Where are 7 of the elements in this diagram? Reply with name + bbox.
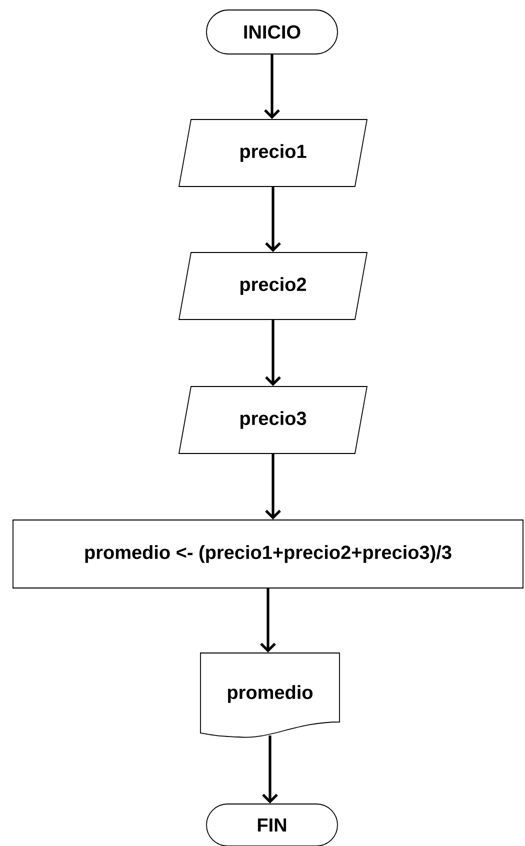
- arrow: [265, 186, 281, 252]
- process-box: promedio <- (precio1+precio2+precio3)/3: [12, 520, 524, 588]
- arrow: [265, 320, 281, 386]
- arrow: [264, 54, 280, 120]
- arrow: [265, 454, 281, 520]
- arrow: [262, 735, 278, 804]
- arrow: [260, 588, 276, 653]
